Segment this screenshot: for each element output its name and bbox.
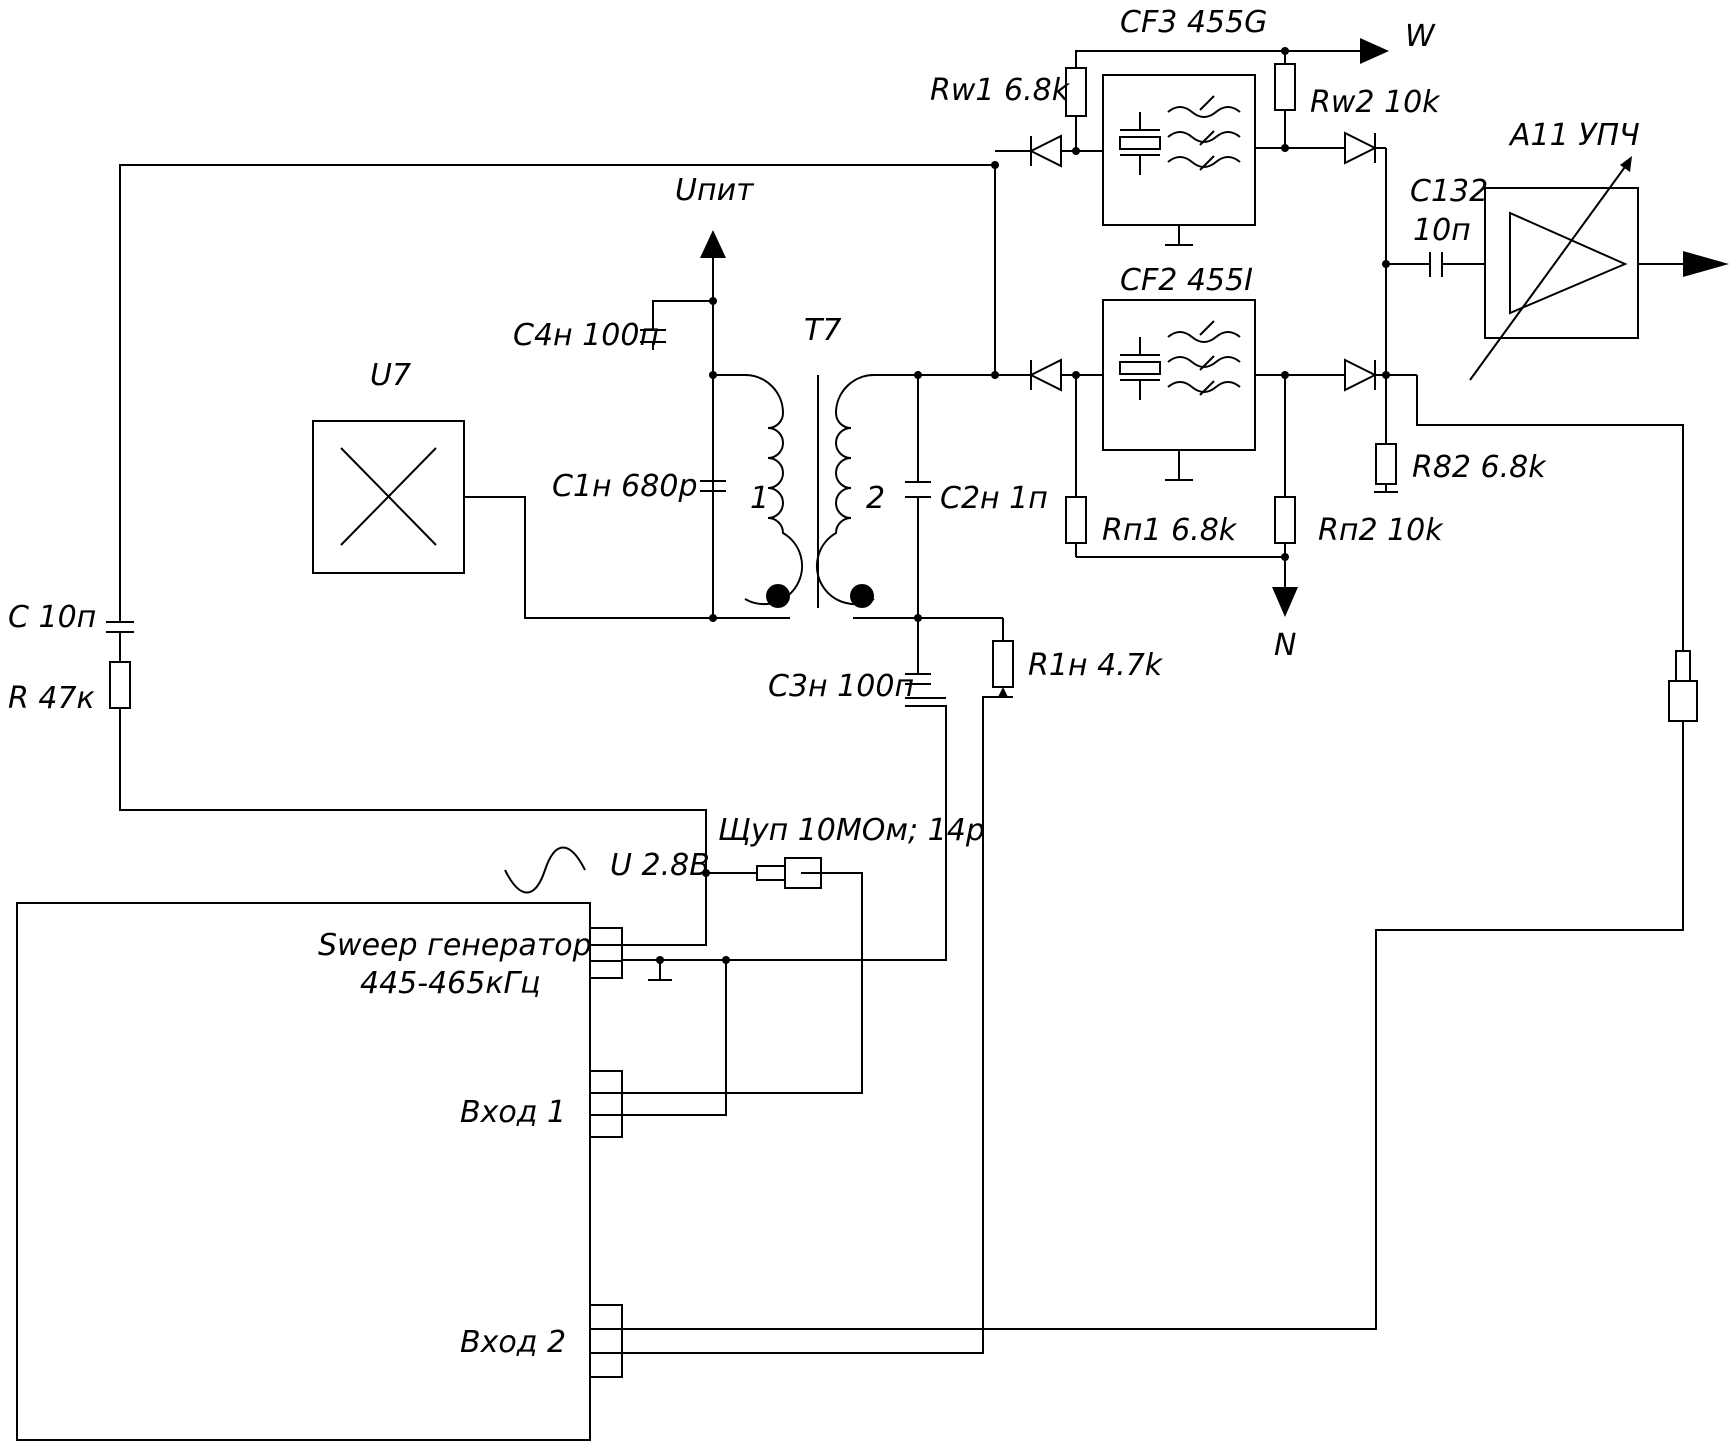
label-r47: R 47к — [8, 681, 95, 716]
resistor-rw2 — [1274, 63, 1296, 111]
capacitor-c4n — [640, 329, 666, 343]
label-c132-val: 10п — [1413, 213, 1471, 248]
junction-dots — [656, 47, 1390, 964]
transformer-t7 — [744, 374, 875, 608]
capacitor-c1n — [700, 480, 726, 492]
ceramic-filter-cf2 — [1102, 299, 1256, 481]
u7-mixer-block — [312, 420, 465, 574]
sine-wave-icon — [504, 846, 586, 894]
resistor-rn2 — [1274, 496, 1296, 544]
label-c132-ref: C132 — [1410, 174, 1488, 209]
label-sweep-1: Sweep генератор — [318, 928, 592, 963]
resistor-rn1 — [1065, 496, 1087, 544]
probe-input2 — [1668, 650, 1698, 722]
label-out-n: N — [1274, 628, 1296, 663]
ceramic-filter-cf3 — [1102, 74, 1256, 246]
label-rw1: Rw1 6.8k — [930, 73, 1071, 108]
label-u28: U 2.8B — [610, 848, 710, 883]
wires — [119, 50, 1684, 1354]
label-rn1: Rп1 6.8k — [1102, 513, 1238, 548]
output-n-arrow — [1272, 587, 1298, 617]
label-probe: Щуп 10МОм; 14р — [718, 813, 985, 848]
capacitor-c10 — [106, 612, 134, 633]
label-c1n: C1н 680p — [552, 469, 698, 504]
label-r1n: R1н 4.7k — [1028, 648, 1164, 683]
label-unit: Uпит — [675, 173, 755, 208]
capacitor-c2n — [905, 481, 931, 498]
diode-n-in — [1028, 358, 1062, 392]
label-c3n: C3н 100п — [768, 669, 914, 704]
label-rn2: Rп2 10k — [1318, 513, 1444, 548]
label-r82: R82 6.8k — [1412, 450, 1547, 485]
resistor-r82 — [1374, 440, 1398, 493]
capacitor-c3n — [905, 673, 946, 707]
label-cf2: CF2 455I — [1120, 263, 1253, 298]
probe-10mohm — [756, 857, 862, 889]
sweep-generator-block — [16, 902, 623, 1441]
label-c10: C 10п — [8, 600, 96, 635]
diode-n-out — [1344, 358, 1378, 392]
label-winding-1: 1 — [750, 481, 769, 516]
label-cf3: CF3 455G — [1120, 5, 1267, 40]
label-u7: U7 — [370, 358, 411, 393]
label-c2n: C2н 1п — [940, 481, 1048, 516]
amplifier-a11 — [1469, 156, 1639, 381]
resistor-r47 — [109, 661, 131, 709]
output-w-arrow — [1360, 38, 1389, 64]
diode-w-in — [1028, 134, 1062, 168]
supply-arrow — [700, 230, 726, 258]
label-t7: T7 — [804, 313, 841, 348]
label-a11: A11 УПЧ — [1508, 118, 1640, 153]
resistor-r1n — [983, 640, 1014, 698]
label-out-w: W — [1405, 19, 1436, 54]
label-c4n: C4н 100п — [513, 318, 659, 353]
label-winding-2: 2 — [866, 481, 885, 516]
label-rw2: Rw2 10k — [1310, 85, 1441, 120]
label-sweep-2: 445-465кГц — [360, 966, 541, 1001]
resistor-rw1 — [1065, 67, 1087, 117]
label-input-2: Вход 2 — [460, 1325, 566, 1360]
output-a11-arrow — [1683, 251, 1729, 277]
capacitor-c132 — [1429, 252, 1443, 277]
label-input-1: Вход 1 — [460, 1095, 566, 1130]
diode-w-out — [1344, 131, 1378, 165]
